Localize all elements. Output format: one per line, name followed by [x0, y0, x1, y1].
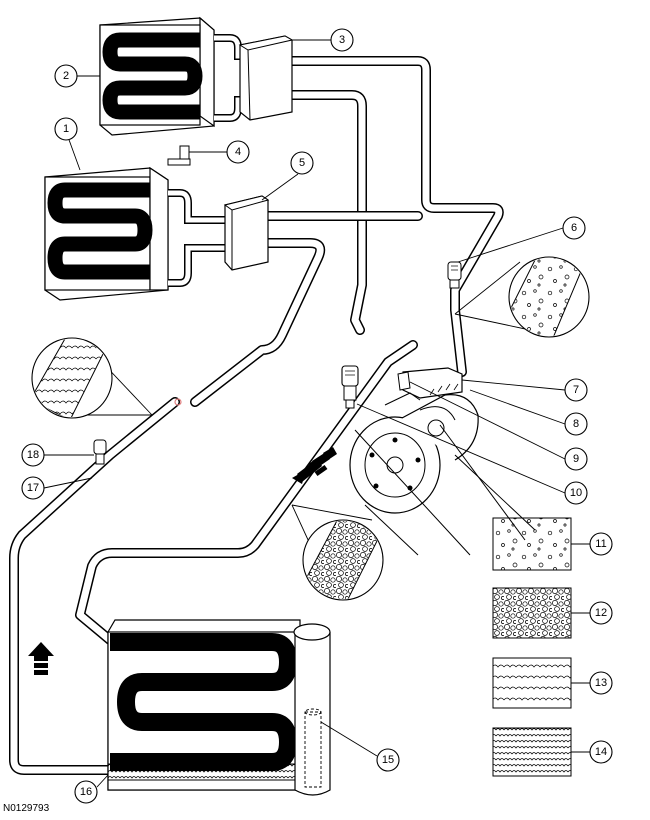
callout-11: 11 — [589, 532, 613, 556]
callout-9: 9 — [564, 447, 588, 471]
callout-18: 18 — [21, 443, 45, 467]
magnifier-lower — [291, 504, 384, 601]
callout-1-label: 1 — [63, 123, 69, 135]
compressor — [349, 367, 536, 556]
callout-10: 10 — [564, 481, 588, 505]
callout-2-label: 2 — [63, 70, 69, 82]
magnifier-upper-right — [454, 256, 590, 338]
callout-8: 8 — [564, 412, 588, 436]
callout-5-label: 5 — [299, 157, 305, 169]
callout-13: 13 — [589, 671, 613, 695]
flow-arrow-down-left — [292, 447, 337, 484]
rear-heater-core — [99, 16, 245, 136]
callout-5: 5 — [290, 151, 314, 175]
condenser — [107, 619, 331, 796]
refrigerant-lines — [9, 56, 504, 775]
figure-id: N0129793 — [3, 803, 50, 814]
front-manifold-block — [223, 195, 270, 271]
service-port-18 — [93, 439, 107, 465]
temperature-sensor — [167, 145, 191, 166]
callout-1: 1 — [54, 117, 78, 141]
callout-12-label: 12 — [595, 607, 607, 619]
magnifier-left — [31, 337, 153, 419]
legend — [492, 517, 572, 777]
leader-lines — [43, 39, 590, 788]
callout-17-label: 17 — [27, 482, 39, 494]
callout-15: 15 — [376, 748, 400, 772]
callout-7-label: 7 — [573, 384, 579, 396]
callout-12: 12 — [589, 601, 613, 625]
legend-swatch-11 — [492, 517, 572, 571]
callout-4-label: 4 — [235, 146, 241, 158]
callout-17: 17 — [21, 476, 45, 500]
callout-14-label: 14 — [595, 746, 607, 758]
callout-16: 16 — [74, 780, 98, 804]
legend-swatch-14 — [492, 727, 572, 777]
callout-14: 14 — [589, 740, 613, 764]
pressure-switch-6 — [447, 261, 462, 289]
callout-15-label: 15 — [382, 754, 394, 766]
front-heater-core — [44, 166, 225, 301]
callout-16-label: 16 — [80, 786, 92, 798]
callout-9-label: 9 — [573, 453, 579, 465]
callout-7: 7 — [564, 378, 588, 402]
rear-manifold-block — [238, 35, 294, 121]
service-port-marker — [174, 398, 182, 406]
callout-11-label: 11 — [595, 538, 606, 550]
callout-4: 4 — [226, 140, 250, 164]
callout-18-label: 18 — [27, 449, 39, 461]
callout-13-label: 13 — [595, 677, 607, 689]
callout-10-label: 10 — [570, 487, 582, 499]
flow-arrow-up — [28, 642, 54, 675]
legend-swatch-12 — [492, 587, 572, 639]
callout-8-label: 8 — [573, 418, 579, 430]
callout-2: 2 — [54, 64, 78, 88]
callout-6: 6 — [562, 216, 586, 240]
legend-swatch-13 — [492, 657, 572, 709]
pressure-switch-10 — [341, 365, 359, 409]
callout-3-label: 3 — [339, 34, 345, 46]
callout-3: 3 — [330, 28, 354, 52]
callout-6-label: 6 — [571, 222, 577, 234]
